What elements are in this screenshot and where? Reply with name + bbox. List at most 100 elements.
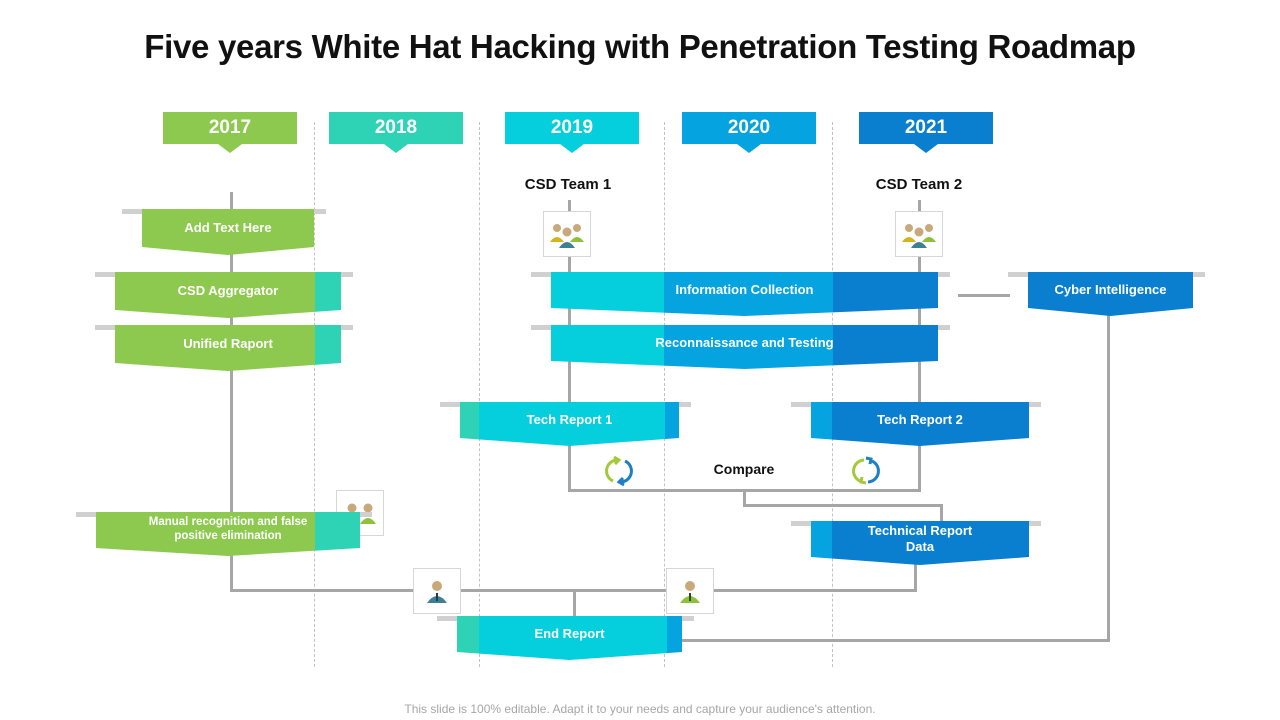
task-label: Unified Raport	[183, 336, 273, 352]
task-label: Tech Report 1	[526, 412, 613, 428]
band-segment	[833, 272, 938, 316]
task-label: Information Collection	[675, 282, 814, 298]
band-segment	[479, 402, 666, 446]
connector-line	[1107, 312, 1110, 642]
band-tab	[531, 272, 559, 277]
band-tab	[333, 272, 353, 277]
band-tab	[95, 325, 123, 330]
band-segment	[832, 402, 1029, 446]
connector-line	[573, 589, 576, 617]
year-label: 2017	[208, 117, 252, 138]
band-shape	[115, 325, 341, 371]
band-shape	[1028, 272, 1193, 316]
down-arrow-icon	[218, 144, 242, 153]
year-banner-2019: 2019	[505, 112, 639, 153]
down-arrow-icon	[914, 144, 938, 153]
band-segment	[460, 402, 480, 446]
team-label-2: CSD Team 2	[875, 176, 963, 193]
page-title: Five years White Hat Hacking with Penetr…	[144, 28, 1136, 65]
year-label: 2020	[727, 117, 771, 138]
band-shape	[460, 402, 679, 446]
task-cyber-intelligence[interactable]: Cyber Intelligence	[1008, 272, 1205, 316]
year-banner-2018: 2018	[329, 112, 463, 153]
task-label: Add Text Here	[184, 220, 272, 236]
band-segment	[551, 272, 665, 316]
connector-line	[940, 504, 943, 524]
band-tab	[791, 521, 819, 526]
user-icon	[666, 568, 714, 614]
year-label: 2019	[550, 117, 594, 138]
year-divider	[479, 122, 480, 667]
task-reconnaissance-and-testing[interactable]: Reconnaissance and Testing	[531, 325, 950, 369]
band-tab	[1008, 272, 1036, 277]
band-tab	[791, 402, 819, 407]
band-tab	[352, 512, 372, 517]
connector-line	[958, 294, 1010, 297]
connector-line	[230, 192, 233, 592]
connector-line	[743, 504, 943, 507]
task-end-report[interactable]: End Report	[437, 616, 694, 660]
task-technical-report-data[interactable]: Technical Report Data	[791, 521, 1041, 565]
team-label-1: CSD Team 1	[524, 176, 612, 193]
band-tab	[333, 325, 353, 330]
task-label: End Report	[534, 626, 605, 642]
band-segment	[551, 325, 665, 369]
sync-arrows-icon	[850, 455, 882, 487]
band-tab	[1021, 521, 1041, 526]
band-tab	[440, 402, 468, 407]
band-tab	[76, 512, 104, 517]
task-tech-report-2[interactable]: Tech Report 2	[791, 402, 1041, 446]
band-segment	[479, 616, 668, 660]
band-tab	[531, 325, 559, 330]
year-divider	[832, 122, 833, 667]
band-shape	[457, 616, 682, 660]
compare-label: Compare	[713, 461, 775, 477]
year-banner-2021: 2021	[859, 112, 993, 153]
task-label: Reconnaissance and Testing	[655, 335, 834, 351]
task-information-collection[interactable]: Information Collection	[531, 272, 950, 316]
band-segment	[96, 512, 316, 556]
band-segment	[115, 325, 316, 371]
task-manual-recognition[interactable]: Manual recognition and false positive el…	[76, 512, 372, 556]
band-segment	[665, 402, 679, 446]
year-divider	[664, 122, 665, 667]
task-tech-report-1[interactable]: Tech Report 1	[440, 402, 691, 446]
connector-line	[680, 639, 1110, 642]
task-label: CSD Aggregator	[177, 283, 279, 299]
task-label: Cyber Intelligence	[1054, 282, 1167, 298]
task-label: Manual recognition and false positive el…	[148, 516, 308, 542]
task-label: Tech Report 2	[877, 412, 963, 428]
band-segment	[811, 402, 833, 446]
band-segment	[142, 209, 314, 255]
band-tab	[674, 616, 694, 621]
band-shape	[551, 272, 938, 316]
down-arrow-icon	[560, 144, 584, 153]
band-segment	[115, 272, 316, 318]
band-tab	[930, 272, 950, 277]
sync-arrows-icon	[603, 455, 635, 487]
band-tab	[122, 209, 150, 214]
band-tab	[1021, 402, 1041, 407]
task-add-text-here[interactable]: Add Text Here	[122, 209, 326, 255]
down-arrow-icon	[737, 144, 761, 153]
connector-line	[461, 589, 666, 592]
connector-line	[230, 589, 413, 592]
task-unified-raport[interactable]: Unified Raport	[95, 325, 353, 371]
connector-line	[714, 589, 917, 592]
year-label: 2018	[374, 117, 418, 138]
connector-line	[743, 489, 746, 507]
band-segment	[811, 521, 833, 565]
band-tab	[930, 325, 950, 330]
band-segment	[833, 325, 938, 369]
year-banner-2020: 2020	[682, 112, 816, 153]
band-shape	[551, 325, 938, 369]
band-segment	[832, 521, 1029, 565]
year-label: 2021	[904, 117, 948, 138]
task-csd-aggregator[interactable]: CSD Aggregator	[95, 272, 353, 318]
band-shape	[115, 272, 341, 318]
band-shape	[811, 402, 1029, 446]
band-segment	[664, 272, 834, 316]
band-shape	[96, 512, 360, 556]
band-tab	[1185, 272, 1205, 277]
footer-note: This slide is 100% editable. Adapt it to…	[404, 702, 876, 716]
